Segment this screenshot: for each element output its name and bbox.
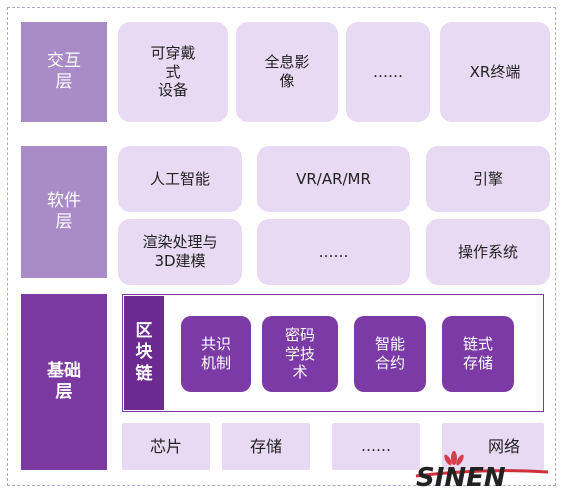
sinen-logo: SINEN xyxy=(412,446,552,493)
vr-ar-mr-box: VR/AR/MR xyxy=(257,146,410,212)
rendering-3d-modeling-box: 渲染处理与 3D建模 xyxy=(118,219,242,285)
svg-text:SINEN: SINEN xyxy=(416,463,506,490)
chip-box: 芯片 xyxy=(122,423,210,470)
wearable-device-box: 可穿戴 式 设备 xyxy=(118,22,228,122)
software-layer-label: 软件 层 xyxy=(21,146,107,278)
sinen-logo-graphic: SINEN xyxy=(415,451,549,493)
ai-box: 人工智能 xyxy=(118,146,242,212)
interaction-ellipsis-box: …… xyxy=(346,22,430,122)
diagram-frame xyxy=(7,7,556,486)
interaction-layer-label: 交互 层 xyxy=(21,22,107,122)
operating-system-box: 操作系统 xyxy=(426,219,550,285)
cryptography-box: 密码 学技 术 xyxy=(262,316,338,392)
xr-terminal-box: XR终端 xyxy=(440,22,550,122)
foundation-ellipsis-box: …… xyxy=(332,423,420,470)
hologram-box: 全息影 像 xyxy=(236,22,338,122)
consensus-mechanism-box: 共识 机制 xyxy=(181,316,251,392)
engine-box: 引擎 xyxy=(426,146,550,212)
software-ellipsis-box: …… xyxy=(257,219,410,285)
blockchain-label: 区 块 链 xyxy=(124,296,164,410)
smart-contract-box: 智能 合约 xyxy=(354,316,426,392)
foundation-layer-label: 基础 层 xyxy=(21,294,107,470)
storage-box: 存储 xyxy=(222,423,310,470)
chain-storage-box: 链式 存储 xyxy=(442,316,514,392)
